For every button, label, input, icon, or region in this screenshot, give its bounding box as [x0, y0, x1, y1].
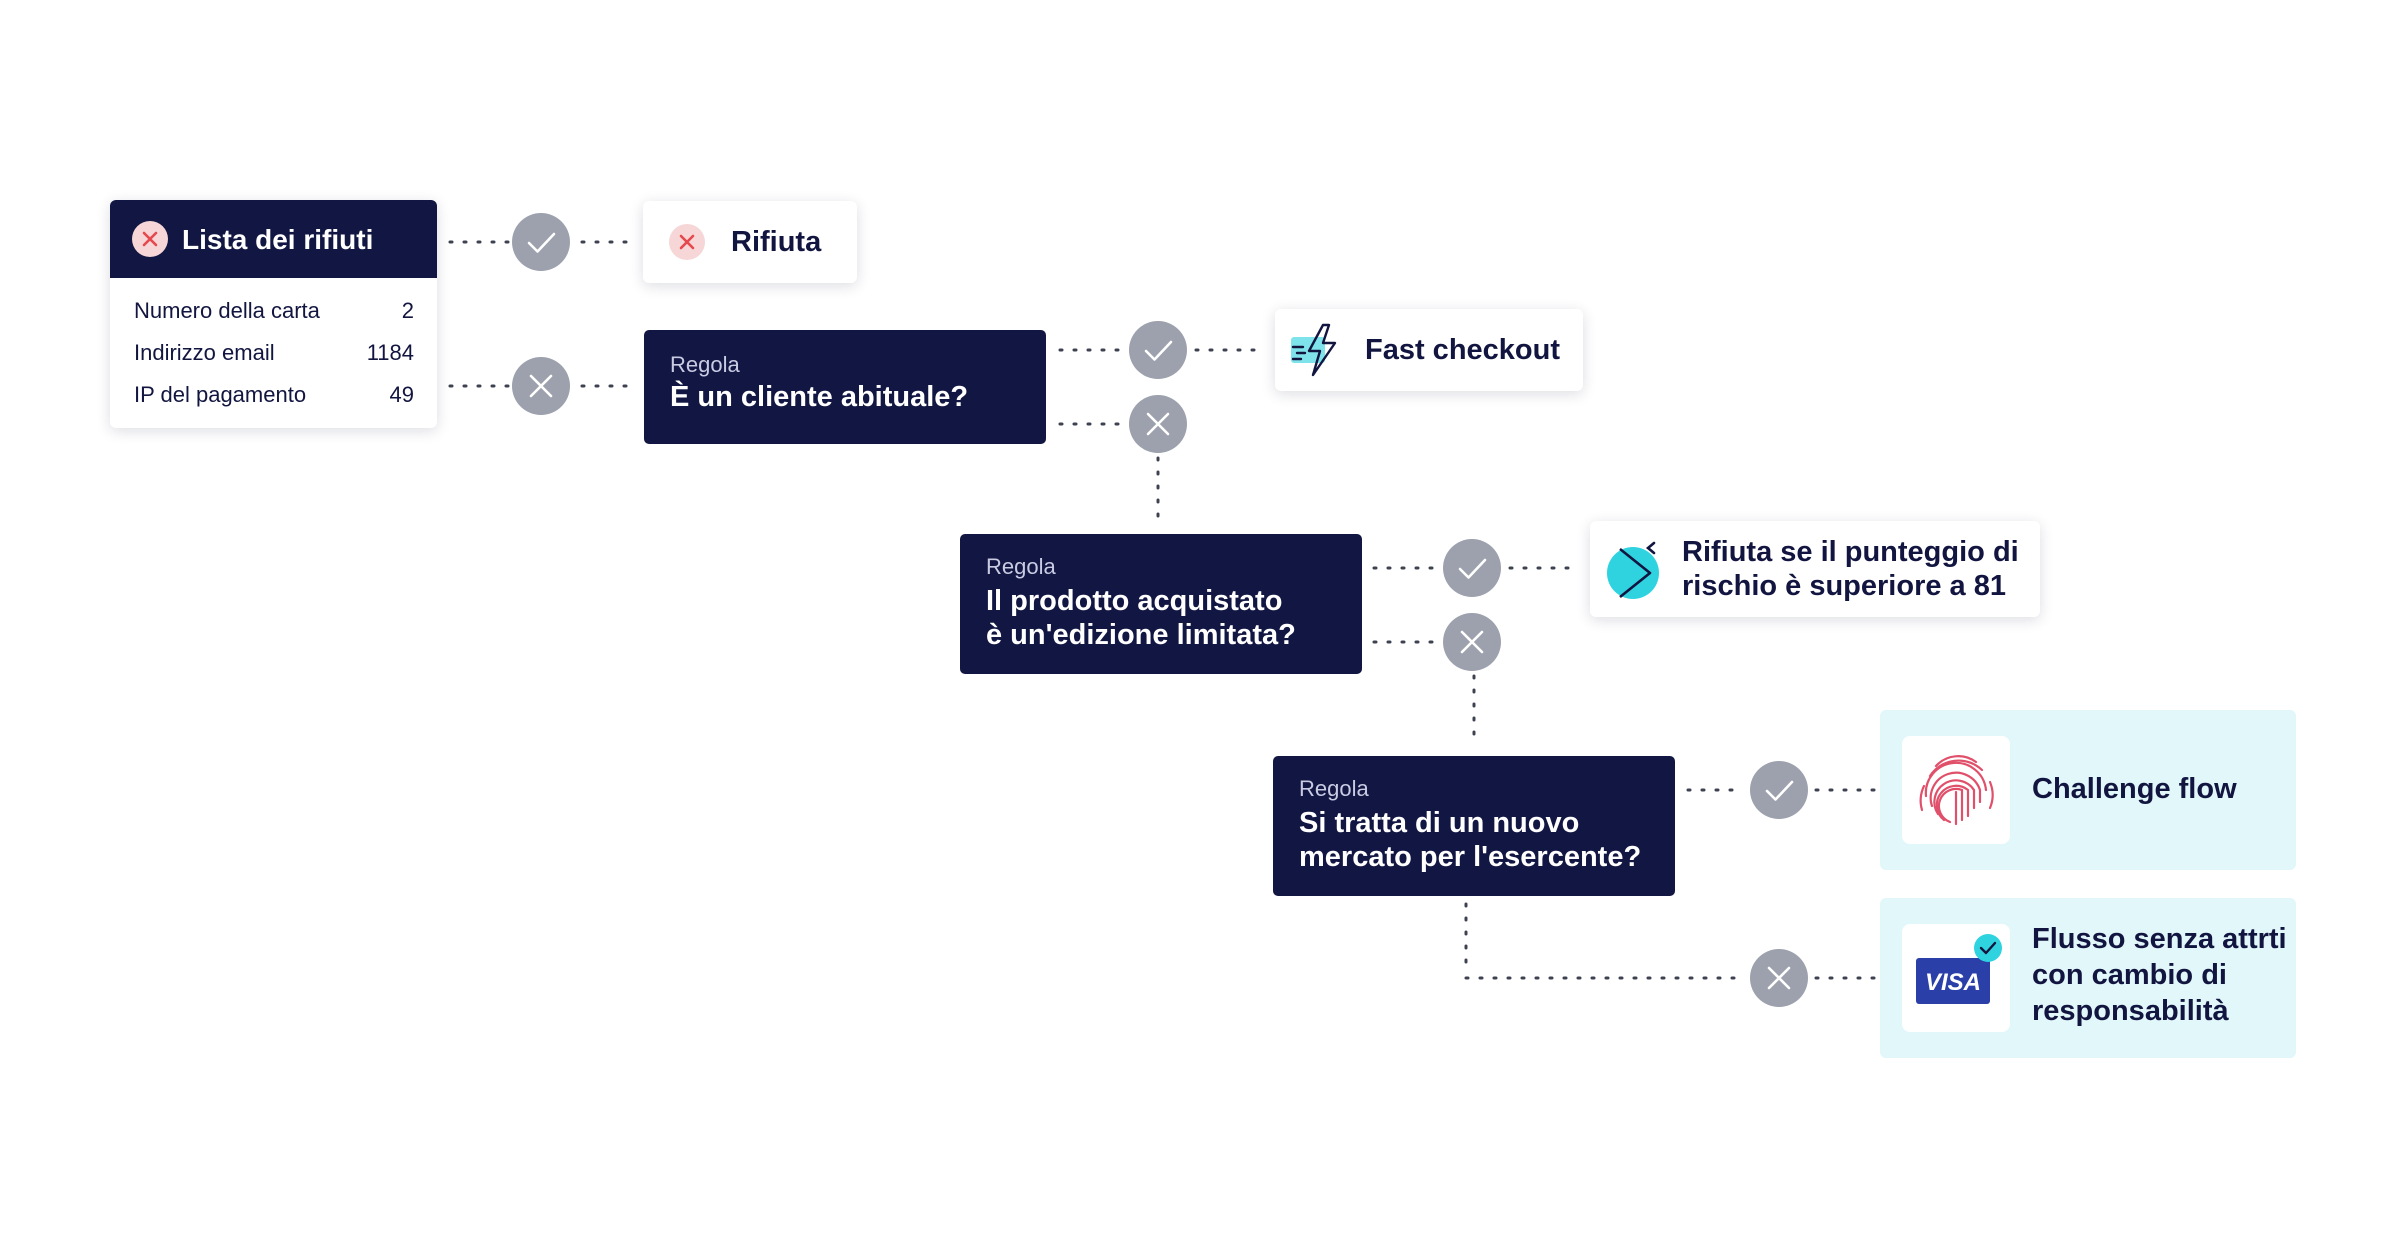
rule-label: Regola — [986, 554, 1056, 579]
lightning-icon — [1291, 323, 1337, 377]
close-icon — [1443, 613, 1501, 671]
check-icon — [512, 213, 570, 271]
rule-question: Si tratta di un nuovo — [1299, 807, 1580, 839]
rule-node-1: Regola È un cliente abituale? — [644, 330, 1046, 444]
rule-node-3: Regola Si tratta di un nuovo mercato per… — [1273, 756, 1675, 896]
rule-question: è un'edizione limitata? — [986, 619, 1296, 651]
rule-question: Il prodotto acquistato — [986, 585, 1283, 617]
visa-card-icon: VISA — [1916, 934, 2002, 1004]
fingerprint-icon-box — [1902, 736, 2010, 844]
rule-node-2: Regola Il prodotto acquistato è un'edizi… — [960, 534, 1362, 674]
outcome-challenge-card: Challenge flow — [1880, 710, 2296, 870]
blocklist-row-label: Numero della carta — [134, 298, 320, 323]
close-icon — [1750, 949, 1808, 1007]
outcome-risk-block-label: Rifiuta se il punteggio di — [1682, 536, 2019, 568]
radar-icon — [1607, 541, 1659, 599]
blocklist-header: Lista dei rifiuti — [110, 200, 437, 278]
outcome-frictionless-card: VISA Flusso senza attrti con cambio di r… — [1880, 898, 2296, 1058]
blocklist-row-count: 1184 — [366, 340, 414, 365]
connector-group — [448, 240, 1876, 980]
outcome-risk-block-card: Rifiuta se il punteggio di rischio è sup… — [1590, 521, 2040, 617]
rule-question: È un cliente abituale? — [670, 381, 969, 413]
close-icon — [1129, 395, 1187, 453]
reject-icon — [132, 221, 168, 257]
outcome-fast-checkout-card: Fast checkout — [1275, 309, 1583, 391]
outcome-frictionless-label: responsabilità — [2032, 995, 2229, 1027]
outcome-block-card: Rifiuta — [643, 201, 857, 283]
fingerprint-icon — [1919, 755, 1994, 826]
outcome-risk-block-label: rischio è superiore a 81 — [1682, 570, 2006, 602]
check-icon — [1129, 321, 1187, 379]
check-icon — [1750, 761, 1808, 819]
blocklist-title: Lista dei rifiuti — [182, 224, 374, 255]
outcome-frictionless-label: Flusso senza attrti — [2032, 923, 2287, 955]
blocklist-row-count: 49 — [389, 382, 414, 407]
blocklist-row: Indirizzo email 1184 — [134, 340, 414, 370]
check-icon — [1443, 539, 1501, 597]
blocklist-row: Numero della carta 2 — [134, 298, 414, 328]
rule-question: mercato per l'esercente? — [1299, 841, 1642, 873]
outcome-frictionless-label: con cambio di — [2032, 959, 2227, 991]
outcome-challenge-label: Challenge flow — [2032, 773, 2237, 805]
blocklist-row-count: 2 — [401, 298, 414, 323]
reject-icon — [669, 224, 705, 260]
blocklist-card: Lista dei rifiuti Numero della carta 2 I… — [110, 200, 437, 428]
rule-label: Regola — [1299, 776, 1369, 801]
close-icon — [512, 357, 570, 415]
blocklist-row-label: Indirizzo email — [134, 340, 275, 365]
outcome-fast-checkout-label: Fast checkout — [1365, 334, 1560, 366]
blocklist-row: IP del pagamento 49 — [134, 382, 414, 412]
visa-logo-text: VISA — [1925, 969, 1981, 996]
rule-label: Regola — [670, 352, 740, 377]
outcome-block-label: Rifiuta — [731, 226, 822, 258]
blocklist-row-label: IP del pagamento — [134, 382, 307, 407]
visa-card-icon-box: VISA — [1902, 924, 2010, 1032]
